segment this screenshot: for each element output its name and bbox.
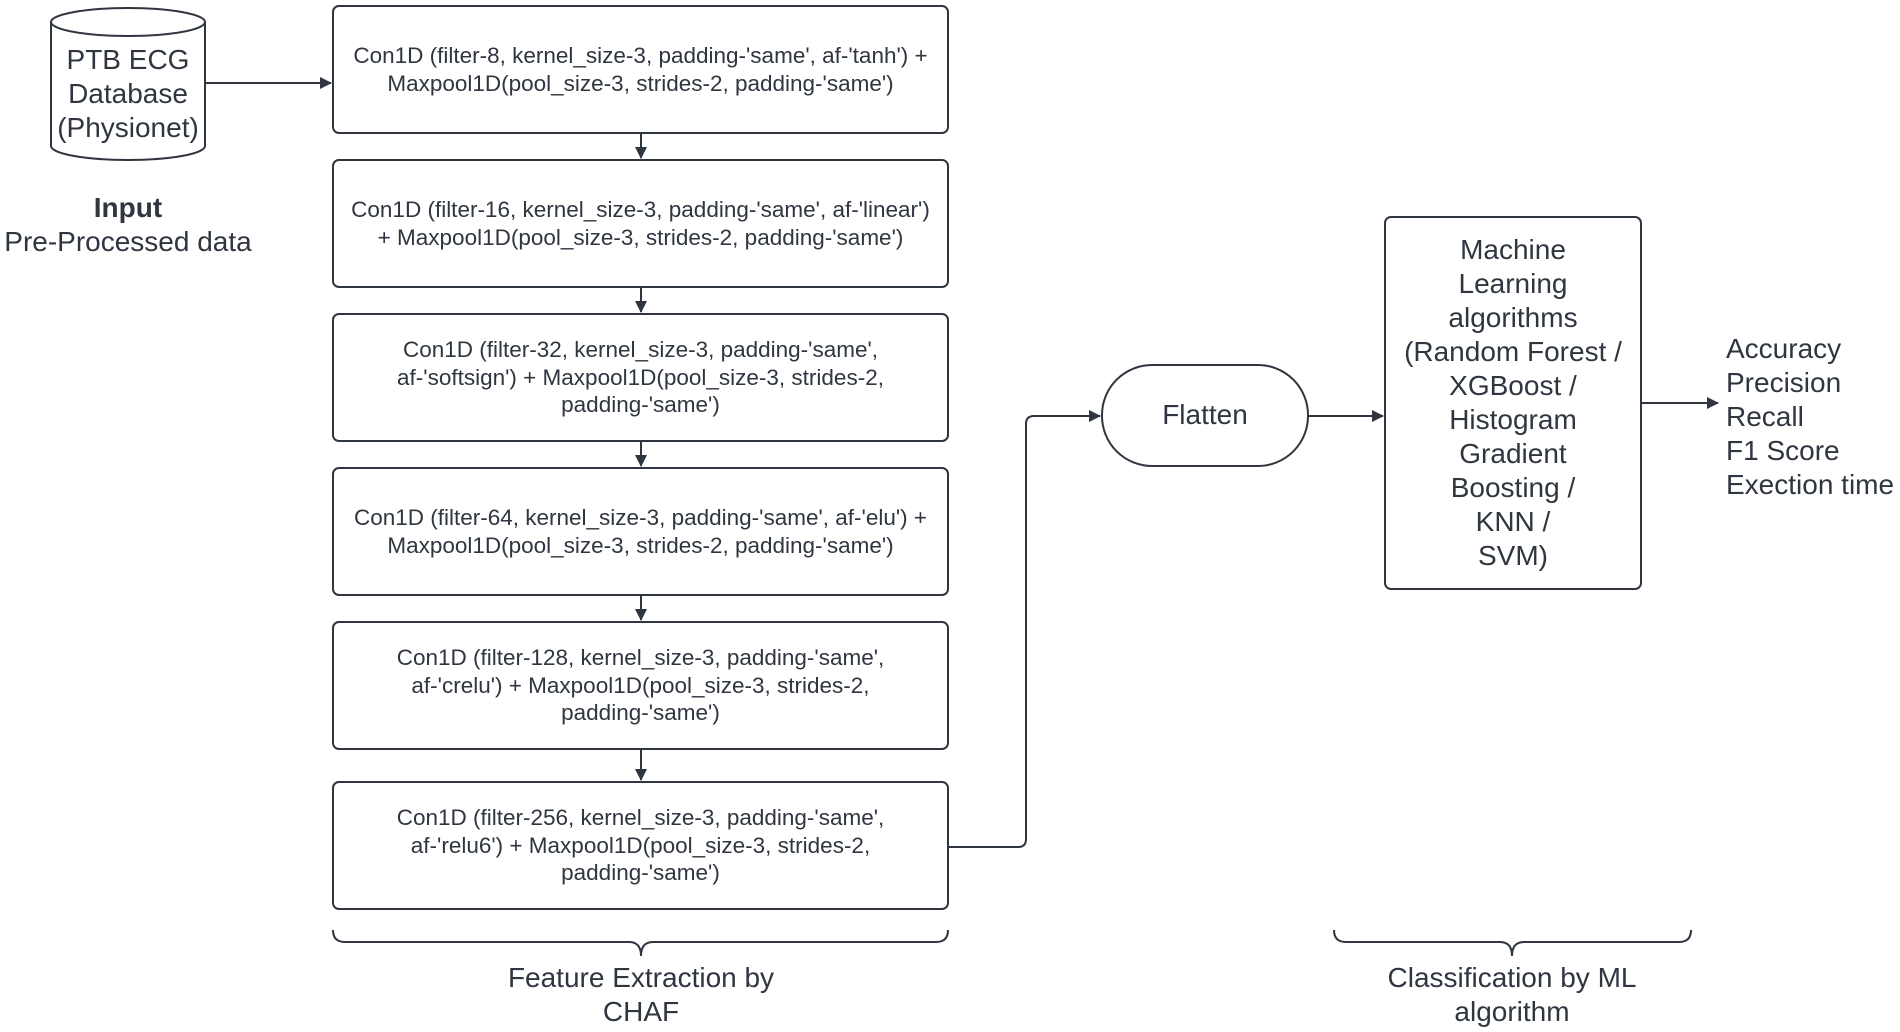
metric-f1-score: F1 Score: [1726, 435, 1840, 466]
arrow-layer-6-to-flatten: [948, 410, 1101, 848]
layer-label-1: Con1D (filter-8, kernel_size-3, padding-…: [353, 43, 928, 96]
layer-label-2: Con1D (filter-16, kernel_size-3, padding…: [351, 197, 930, 250]
metric-precision: Precision: [1726, 367, 1842, 398]
database-cylinder-shape: [50, 7, 206, 161]
feature-extraction-brace: [332, 929, 949, 957]
input-title: Input: [93, 192, 163, 224]
database-label: PTB ECG Database (Physionet): [57, 44, 199, 143]
ml-label: Machine Learning algorithms (Random Fore…: [1404, 234, 1622, 571]
layer-label-3: Con1D (filter-32, kernel_size-3, padding…: [397, 337, 884, 418]
classification-brace: [1333, 929, 1692, 957]
metric-execution-time: Exection time: [1726, 469, 1895, 500]
layer-label-4: Con1D (filter-64, kernel_size-3, padding…: [353, 505, 928, 558]
metric-accuracy: Accuracy: [1726, 333, 1842, 364]
feature-extraction-caption: Feature Extraction by CHAF: [507, 961, 775, 1027]
layer-label-5: Con1D (filter-128, kernel_size-3, paddin…: [396, 645, 885, 726]
flatten-label: Flatten: [1162, 399, 1248, 431]
input-subtitle: Pre-Processed data: [4, 225, 252, 257]
layer-label-6: Con1D (filter-256, kernel_size-3, paddin…: [396, 805, 885, 886]
metric-recall: Recall: [1726, 401, 1804, 432]
classification-caption: Classification by ML algorithm: [1387, 961, 1637, 1027]
layer-box-6: [332, 781, 949, 910]
